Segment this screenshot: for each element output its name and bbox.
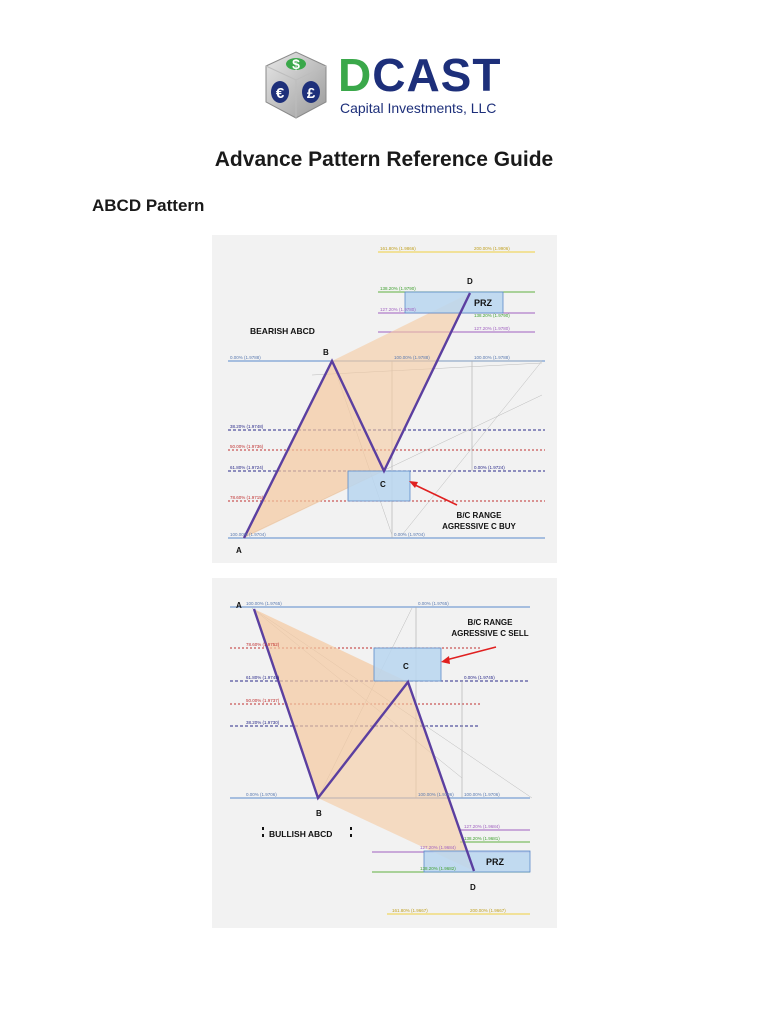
level-label: 100.00% (1.9788) <box>474 355 510 360</box>
level-label: 0.00% (1.9788) <box>230 355 261 360</box>
prz-box <box>404 291 504 314</box>
point-c-label: C <box>380 480 386 489</box>
level-label: 200.00% (1.9667) <box>470 908 506 913</box>
point-a-label: A <box>236 601 242 610</box>
level-label: 38.20% (1.9748) <box>230 424 264 429</box>
brand-name-rest: CAST <box>372 49 502 101</box>
level-label: 100.00% (1.9706) <box>418 792 454 797</box>
level-label: 78.60% (1.9752) <box>246 642 280 647</box>
prz-box <box>423 850 531 873</box>
level-label: 0.00% (1.9704) <box>394 532 425 537</box>
title-marker <box>350 834 352 837</box>
level-label: 138.20% (1.9790) <box>380 286 416 291</box>
annotation-arrow <box>412 483 458 506</box>
level-label: 127.20% (1.9780) <box>380 307 416 312</box>
bullish-abcd-chart: 100.00% (1.9765) 78.60% (1.9752) 61.80% … <box>212 578 557 928</box>
point-c-label: C <box>403 662 409 671</box>
point-b-label: B <box>316 809 322 818</box>
bc-range-box <box>347 470 411 502</box>
level-label: 50.00% (1.9736) <box>230 444 264 449</box>
level-label: 127.20% (1.9780) <box>474 326 510 331</box>
section-heading: ABCD Pattern <box>92 196 205 215</box>
point-d-label: D <box>470 883 476 892</box>
level-label: 161.80% (1.9866) <box>380 246 416 251</box>
currency-dice-icon: $ € £ <box>265 51 327 119</box>
pattern-fill <box>332 293 470 471</box>
point-a-label: A <box>236 546 242 555</box>
bc-range-box <box>373 647 442 682</box>
level-label: 61.80% (1.9745) <box>246 675 280 680</box>
point-d-label: D <box>467 277 473 286</box>
level-label: 0.00% (1.9765) <box>418 601 449 606</box>
pattern-fill <box>318 682 474 871</box>
pound-symbol: £ <box>307 85 316 102</box>
title-marker <box>262 834 264 837</box>
pattern-fill <box>254 609 408 798</box>
level-label: 0.00% (1.9706) <box>246 792 277 797</box>
level-label: 100.00% (1.9706) <box>464 792 500 797</box>
level-label: 38.20% (1.9730) <box>246 720 280 725</box>
annotation-line-2: AGRESSIVE C BUY <box>442 522 516 531</box>
level-label: 61.80% (1.9724) <box>230 465 264 470</box>
euro-symbol: € <box>276 85 285 102</box>
dollar-symbol: $ <box>292 56 300 72</box>
level-label: 138.20% (1.9682) <box>420 866 456 871</box>
level-label: 78.60% (1.9715) <box>230 495 264 500</box>
annotation-line-1: B/C RANGE <box>468 618 514 627</box>
level-label: 0.00% (1.9745) <box>464 675 495 680</box>
prz-label: PRZ <box>474 298 493 308</box>
level-label: 138.20% (1.9790) <box>474 313 510 318</box>
level-label: 0.00% (1.9724) <box>474 465 505 470</box>
arrow-head <box>409 481 418 488</box>
document-title: Advance Pattern Reference Guide <box>214 148 554 171</box>
level-label: 100.00% (1.9765) <box>246 601 282 606</box>
brand-subtitle: Capital Investments, LLC <box>340 100 497 116</box>
abcd-pattern-line <box>252 608 476 872</box>
level-label: 138.20% (1.9681) <box>464 836 500 841</box>
pattern-title: BULLISH ABCD <box>269 829 332 839</box>
annotation-line-2: AGRESSIVE C SELL <box>451 629 528 638</box>
level-label: 100.00% (1.9704) <box>230 532 266 537</box>
level-label: 100.00% (1.9788) <box>394 355 430 360</box>
brand-wordmark: DCAST <box>338 52 501 98</box>
guide-line <box>401 360 543 536</box>
company-logo: $ € £ DCAST Capital Investments, LLC <box>258 44 520 124</box>
bearish-abcd-chart: 0.00% (1.9788) 38.20% (1.9748) 50.00% (1… <box>212 235 557 563</box>
abcd-pattern-line <box>242 292 472 539</box>
arrow-head <box>441 656 450 664</box>
pattern-title: BEARISH ABCD <box>250 326 315 336</box>
prz-label: PRZ <box>486 857 505 867</box>
annotation-arrow <box>445 646 497 661</box>
level-label: 161.80% (1.9667) <box>392 908 428 913</box>
level-label: 50.00% (1.9737) <box>246 698 280 703</box>
title-marker <box>262 827 264 830</box>
point-b-label: B <box>323 348 329 357</box>
brand-letter-d: D <box>338 49 373 101</box>
level-label: 127.20% (1.9684) <box>464 824 500 829</box>
title-marker <box>350 827 352 830</box>
level-label: 200.00% (1.9906) <box>474 246 510 251</box>
annotation-line-1: B/C RANGE <box>457 511 503 520</box>
pattern-fill <box>244 361 384 538</box>
level-label: 127.20% (1.9684) <box>420 845 456 850</box>
